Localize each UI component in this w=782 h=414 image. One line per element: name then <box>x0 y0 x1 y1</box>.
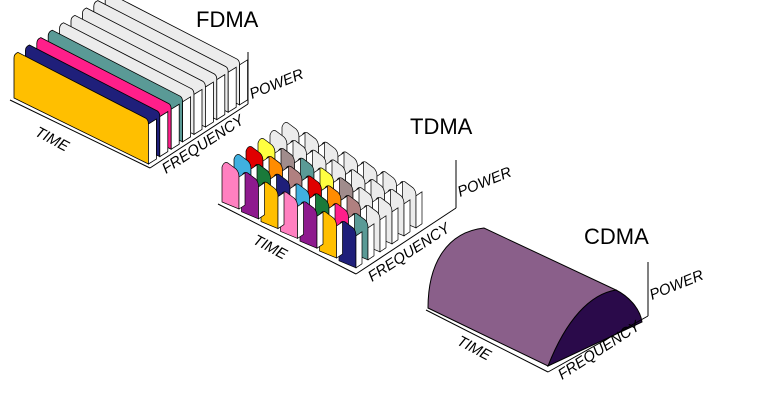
tdma-slot <box>338 220 363 269</box>
tdma-slot <box>260 181 285 230</box>
fdma-title: FDMA <box>196 7 259 32</box>
cdma-panel: CDMA TIME FREQUENCY POWER <box>425 224 706 383</box>
cdma-frequency-axis <box>547 315 649 373</box>
tdma-power-label: POWER <box>455 164 514 201</box>
tdma-slots <box>221 122 423 269</box>
fdma-frequency-axis <box>149 103 249 169</box>
fdma-time-axis <box>9 99 151 169</box>
tdma-frequency-axis <box>355 207 457 275</box>
tdma-title: TDMA <box>410 114 473 139</box>
tdma-panel: TDMA TIME FREQUENCY POWER <box>217 114 514 285</box>
fdma-panel: FDMA TIME FREQUENCY POWER <box>9 0 306 177</box>
fdma-channel <box>13 51 157 165</box>
tdma-slot <box>241 171 265 220</box>
fdma-power-label: POWER <box>247 66 306 103</box>
cdma-title: CDMA <box>584 224 649 249</box>
cdma-time-axis <box>425 309 549 373</box>
tdma-slot <box>221 162 246 210</box>
fdma-time-label: TIME <box>32 124 72 156</box>
cdma-end-cap <box>547 289 643 367</box>
tdma-time-label: TIME <box>250 232 290 264</box>
fdma-channels <box>13 0 248 165</box>
tdma-time-axis <box>217 203 357 275</box>
cdma-power-label: POWER <box>647 267 706 304</box>
